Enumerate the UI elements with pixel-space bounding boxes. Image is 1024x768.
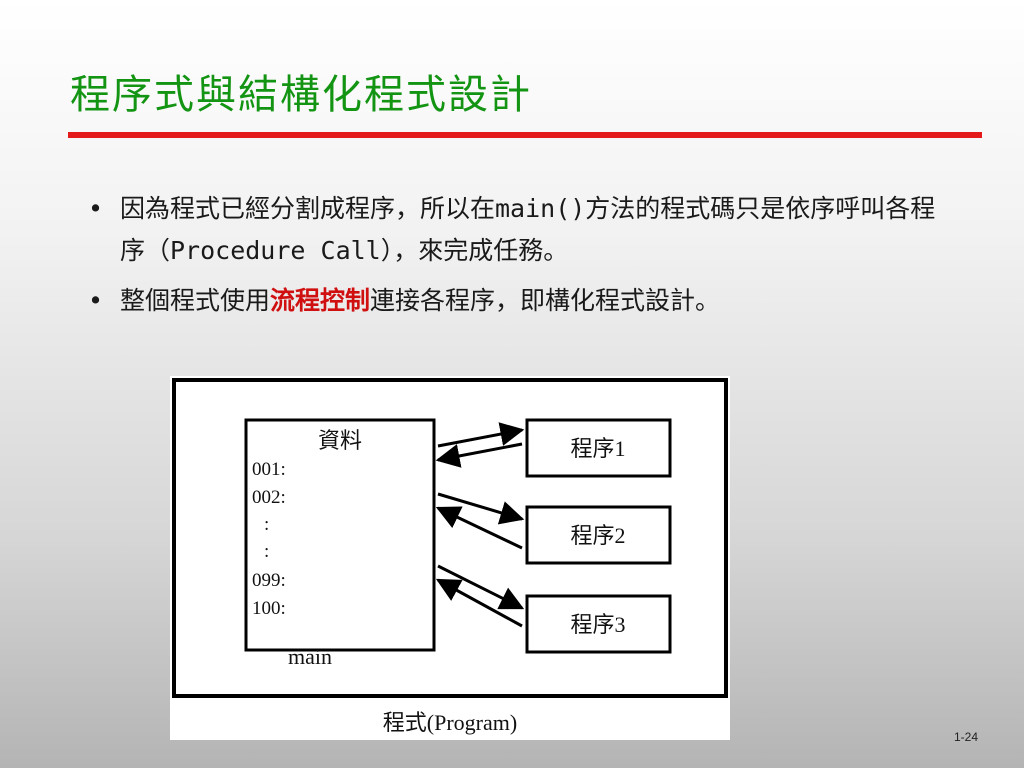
data-line: :	[264, 514, 269, 535]
return-arrow-3	[435, 578, 523, 628]
bullet-highlight: 流程控制	[270, 286, 371, 315]
call-arrow-2	[437, 492, 525, 525]
program-diagram: 資料 001: 002: : : 099: 100: main 程序1 程序2 …	[170, 376, 730, 740]
bullet-item: • 因為程式已經分割成程序，所以在main()方法的程式碼只是依序呼叫各程序（P…	[88, 188, 948, 272]
call-arrow-3	[437, 564, 525, 610]
slide-number: 1-24	[954, 730, 979, 744]
main-label: main	[288, 644, 332, 669]
call-arrow-1	[437, 422, 525, 448]
title-divider	[68, 132, 982, 138]
procedure-box-2	[525, 505, 672, 565]
slide-title: 程序式與結構化程式設計	[70, 72, 532, 118]
bullet-dot-icon: •	[88, 286, 104, 315]
bullet-text: 因為程式已經分割成程序，所以在main()方法的程式碼只是依序呼叫各程序（Pro…	[120, 194, 936, 265]
bullet-list: • 因為程式已經分割成程序，所以在main()方法的程式碼只是依序呼叫各程序（P…	[88, 188, 948, 330]
data-line: :	[264, 541, 269, 562]
program-diagram-svg: 資料 001: 002: : : 099: 100: main 程序1 程序2 …	[172, 378, 728, 735]
bullet-item: • 整個程式使用流程控制連接各程序，即構化程式設計。	[88, 280, 948, 322]
data-line: 100:	[252, 598, 286, 619]
bullet-text-before: 整個程式使用	[120, 286, 271, 315]
procedure-label: 程序1	[570, 436, 625, 461]
procedure-box-1	[525, 418, 672, 478]
return-arrow-2	[435, 506, 523, 550]
procedure-label: 程序2	[570, 523, 625, 548]
data-line: 002:	[252, 487, 286, 508]
data-line: 001:	[252, 459, 286, 480]
return-arrow-1	[435, 442, 523, 468]
bullet-text-after: 連接各程序，即構化程式設計。	[370, 286, 721, 315]
program-caption: 程式(Program)	[383, 710, 517, 735]
data-box-heading: 資料	[318, 428, 362, 453]
procedure-label: 程序3	[570, 612, 625, 637]
procedure-box-3	[525, 594, 672, 654]
data-line: 099:	[252, 570, 286, 591]
data-box	[244, 418, 436, 652]
bullet-dot-icon: •	[88, 194, 104, 223]
